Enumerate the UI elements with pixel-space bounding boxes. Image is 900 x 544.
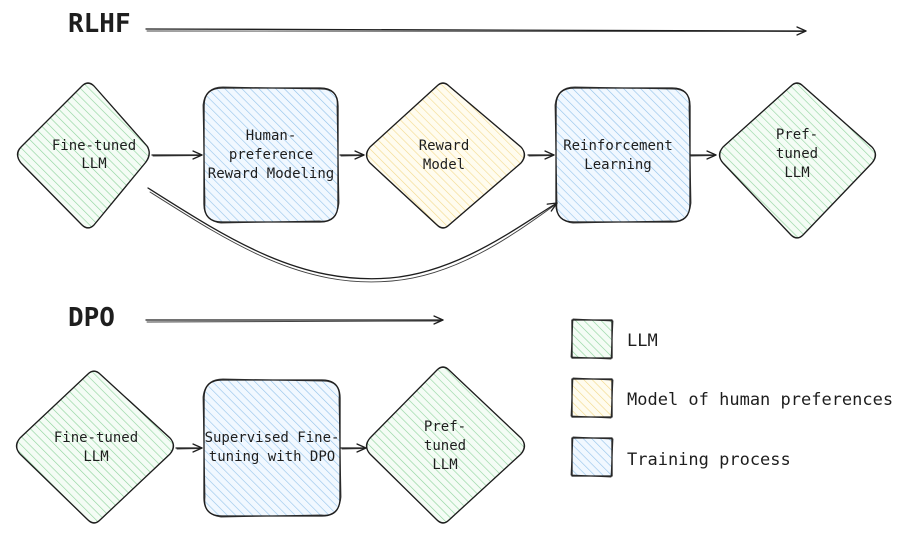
- dpo-arrow-sft-to-pref-tuned: [340, 443, 367, 453]
- rl-line-2: Learning: [584, 157, 651, 173]
- rlhf-title: RLHF: [68, 9, 131, 39]
- rlhf-pref-tuned-llm-node: Pref- tuned LLM: [718, 82, 877, 239]
- dpo-pref-tuned-llm-node: Pref- tuned LLM: [365, 366, 526, 524]
- dpo-pref-line-2: tuned: [424, 438, 466, 454]
- rlhf-pref-line-3: LLM: [784, 165, 809, 181]
- dpo-finetuned-line-2: LLM: [83, 449, 108, 465]
- dpo-title: DPO: [68, 303, 115, 333]
- rlhf-arrow-finetuned-to-reward-modeling: [151, 150, 203, 160]
- legend-item-reward: Model of human preferences: [570, 377, 893, 419]
- dpo-sft-node: Supervised Fine- tuning with DPO: [202, 378, 342, 518]
- reward-model-line-1: Reward: [419, 138, 470, 154]
- sft-line-1: Supervised Fine-: [205, 430, 340, 446]
- dpo-pref-line-1: Pref-: [424, 419, 466, 435]
- legend-label-training: Training process: [627, 450, 791, 470]
- rlhf-arrow-reward-modeling-to-reward-model: [339, 150, 365, 160]
- rlhf-reward-model-node: Reward Model: [365, 82, 526, 229]
- sft-line-2: tuning with DPO: [209, 449, 335, 465]
- rlhf-pref-line-1: Pref-: [776, 127, 818, 143]
- rlhf-finetuned-llm-node: Fine-tuned LLM: [16, 82, 150, 229]
- rlhf-finetuned-line-2: LLM: [81, 156, 106, 172]
- rlhf-timeline-arrow: [145, 26, 807, 36]
- legend-label-reward: Model of human preferences: [627, 390, 893, 410]
- legend-label-llm: LLM: [627, 331, 658, 351]
- rl-line-1: Reinforcement: [563, 138, 673, 154]
- dpo-finetuned-line-1: Fine-tuned: [54, 430, 138, 446]
- reward-modeling-line-3: Reward Modeling: [208, 166, 334, 182]
- dpo-finetuned-llm-node: Fine-tuned LLM: [15, 370, 175, 524]
- rlhf-reward-modeling-node: Human- preference Reward Modeling: [202, 86, 340, 224]
- rlhf-pref-line-2: tuned: [776, 146, 818, 162]
- rlhf-arrow-reward-model-to-rl: [527, 150, 555, 160]
- legend: LLM Model of human preferences Training …: [570, 318, 893, 478]
- dpo-arrow-finetuned-to-sft: [175, 443, 203, 453]
- dpo-pref-line-3: LLM: [432, 457, 457, 473]
- reward-model-line-2: Model: [423, 157, 465, 173]
- reward-modeling-line-1: Human-: [246, 128, 297, 144]
- legend-item-llm: LLM: [570, 318, 658, 360]
- legend-item-training: Training process: [570, 436, 791, 478]
- dpo-timeline-arrow: [145, 315, 444, 325]
- rlhf-arrow-rl-to-pref-tuned: [689, 150, 717, 160]
- rlhf-reinforcement-learning-node: Reinforcement Learning: [554, 86, 692, 224]
- rlhf-finetuned-line-1: Fine-tuned: [52, 138, 136, 154]
- reward-modeling-line-2: preference: [229, 147, 313, 163]
- rlhf-arrow-finetuned-to-rl-curve: [147, 187, 558, 283]
